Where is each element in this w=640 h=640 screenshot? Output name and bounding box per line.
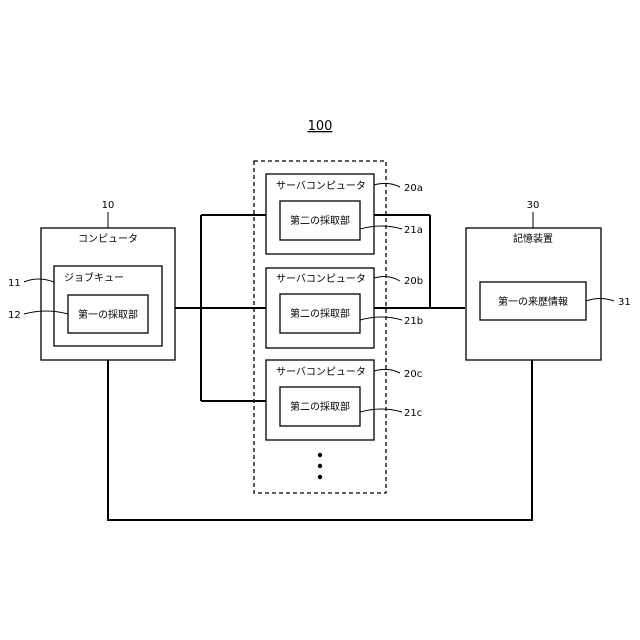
first-collector-label: 第一の採取部 <box>78 308 138 321</box>
second-collector-label: 第二の採取部 <box>290 214 350 227</box>
more-servers-ellipsis <box>318 453 322 479</box>
ref-computer: 10 <box>102 200 115 211</box>
ref-collector-a: 21a <box>404 225 423 236</box>
server-block-b: サーバコンピュータ 第二の採取部 <box>266 268 374 348</box>
server-title: サーバコンピュータ <box>276 273 366 285</box>
ref-collector-b: 21b <box>404 316 423 327</box>
ellipsis-dot <box>318 453 322 457</box>
server-title: サーバコンピュータ <box>276 366 366 378</box>
leader-line <box>374 277 400 281</box>
ref-job-queue: 11 <box>8 278 21 289</box>
ref-storage: 30 <box>527 200 540 211</box>
computer-block: コンピュータ ジョブキュー 第一の採取部 <box>41 228 175 360</box>
second-collector-label: 第二の採取部 <box>290 400 350 413</box>
storage-title: 記憶装置 <box>513 232 553 245</box>
job-queue-label: ジョブキュー <box>64 271 124 284</box>
ref-server-c: 20c <box>404 369 422 380</box>
ref-first-collector: 12 <box>8 310 21 321</box>
ref-server-b: 20b <box>404 276 423 287</box>
storage-block: 記憶装置 第一の来歴情報 <box>466 228 601 360</box>
ref-collector-c: 21c <box>404 408 422 419</box>
server-block-c: サーバコンピュータ 第二の採取部 <box>266 360 374 440</box>
figure-label: 100 <box>308 119 333 134</box>
history-label: 第一の来歴情報 <box>498 295 568 308</box>
ref-history: 31 <box>618 297 631 308</box>
second-collector-label: 第二の採取部 <box>290 307 350 320</box>
leader-line <box>374 183 400 187</box>
leader-line <box>374 369 400 373</box>
ref-server-a: 20a <box>404 183 423 194</box>
server-block-a: サーバコンピュータ 第二の採取部 <box>266 174 374 254</box>
computer-title: コンピュータ <box>78 233 138 245</box>
server-title: サーバコンピュータ <box>276 180 366 192</box>
ellipsis-dot <box>318 475 322 479</box>
ellipsis-dot <box>318 464 322 468</box>
